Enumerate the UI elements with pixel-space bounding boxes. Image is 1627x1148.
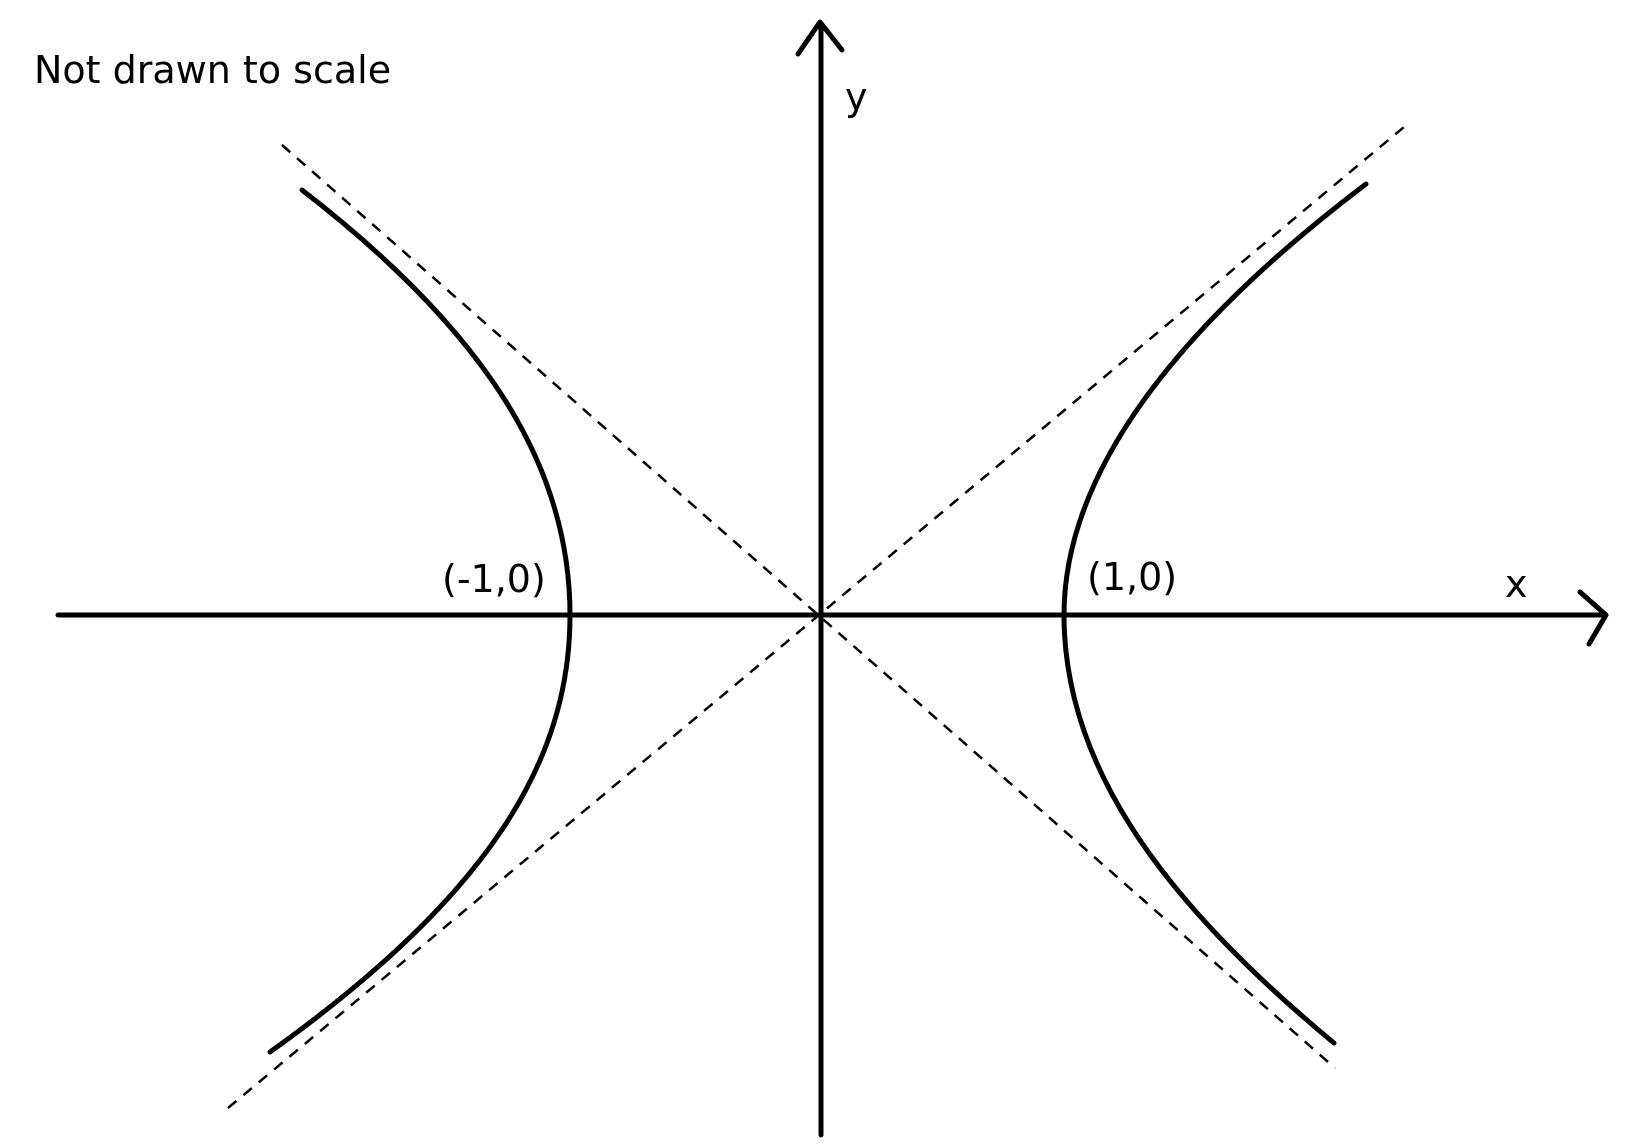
hyperbola-right-branch [1061, 181, 1369, 1046]
x-axis-label: x [1505, 562, 1528, 606]
right-vertex-label: (1,0) [1087, 555, 1177, 599]
y-axis-label: y [845, 75, 868, 119]
left-vertex-label: (-1,0) [442, 557, 546, 601]
not-to-scale-note: Not drawn to scale [34, 48, 391, 92]
asymptote-negative-slope [281, 144, 1336, 1069]
hyperbola-left-branch [267, 187, 573, 1055]
x-axis-arrowhead [1577, 589, 1609, 647]
y-axis-arrowhead [795, 19, 845, 57]
